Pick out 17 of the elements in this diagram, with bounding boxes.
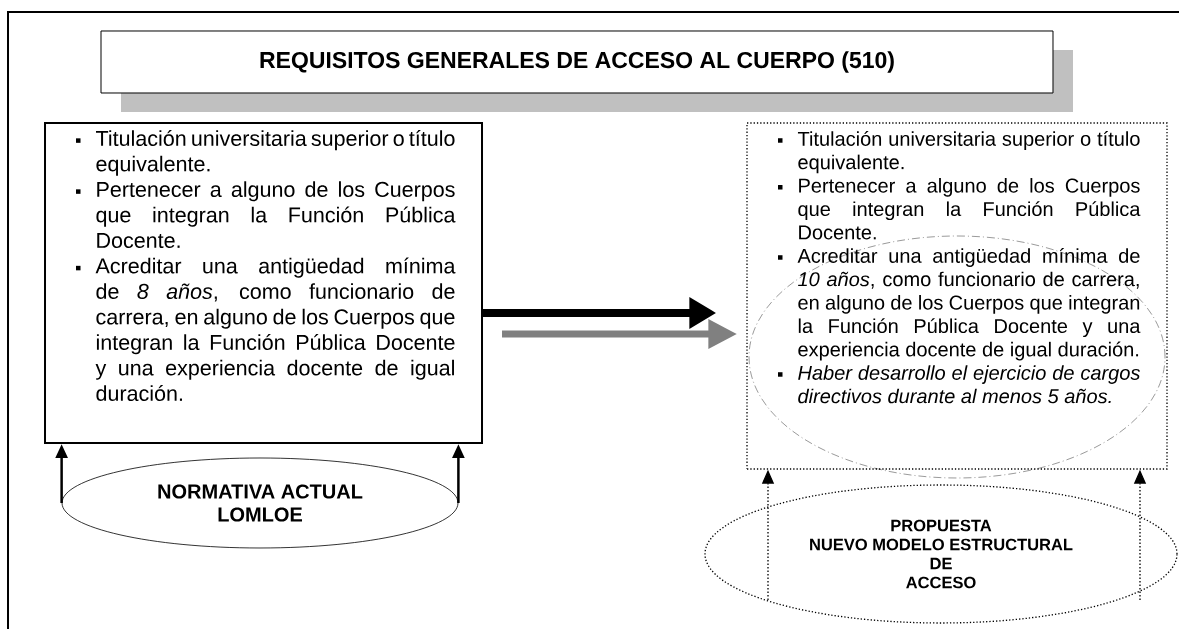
ellipse-label: NUEVO MODELO ESTRUCTURAL <box>810 538 1073 551</box>
bullet-text: Titulación universitaria superior o título equivalente. <box>797 131 1140 174</box>
ellipse-label: NORMATIVA ACTUAL LOMLOE <box>158 484 363 522</box>
ellipse-label: PROPUESTA <box>891 519 992 532</box>
bullet-text: Titulación universitaria superior o título equivalente. <box>96 130 455 176</box>
title-box: REQUISITOS GENERALES DE ACCESO AL CUERPO (510) <box>100 30 1073 112</box>
bullet-text: Pertenecer a alguno de los Cuerpos que integran la Función Pública Docente. <box>798 178 1141 240</box>
bullet-text: Acreditar una antigüedad mínima de 10 años, como funcionario de carrera, en alguno de los Cuerpos que integran la Función Pública Docente y una experiencia docente de igual duración. <box>797 248 1141 361</box>
source-ellipse <box>704 484 1178 624</box>
ellipse-label: DE <box>930 557 952 570</box>
source-ellipse <box>61 457 459 549</box>
requirements-box <box>44 122 483 444</box>
bullet-text: Haber desarrollo el ejercicio de cargos directivos durante al menos 5 años. <box>798 365 1140 404</box>
requirements-box <box>746 122 1168 470</box>
bullet-text: Pertenecer a alguno de los Cuerpos que integran la Función Pública Docente. <box>96 181 456 249</box>
bullet-text: Acreditar una antigüedad mínima de 8 años, como funcionario de carrera, en alguno de los Cuerpos que integran la Función Pública Docente y una experiencia docente de igual duración. <box>95 257 456 402</box>
ellipse-label: ACCESO <box>906 576 976 589</box>
